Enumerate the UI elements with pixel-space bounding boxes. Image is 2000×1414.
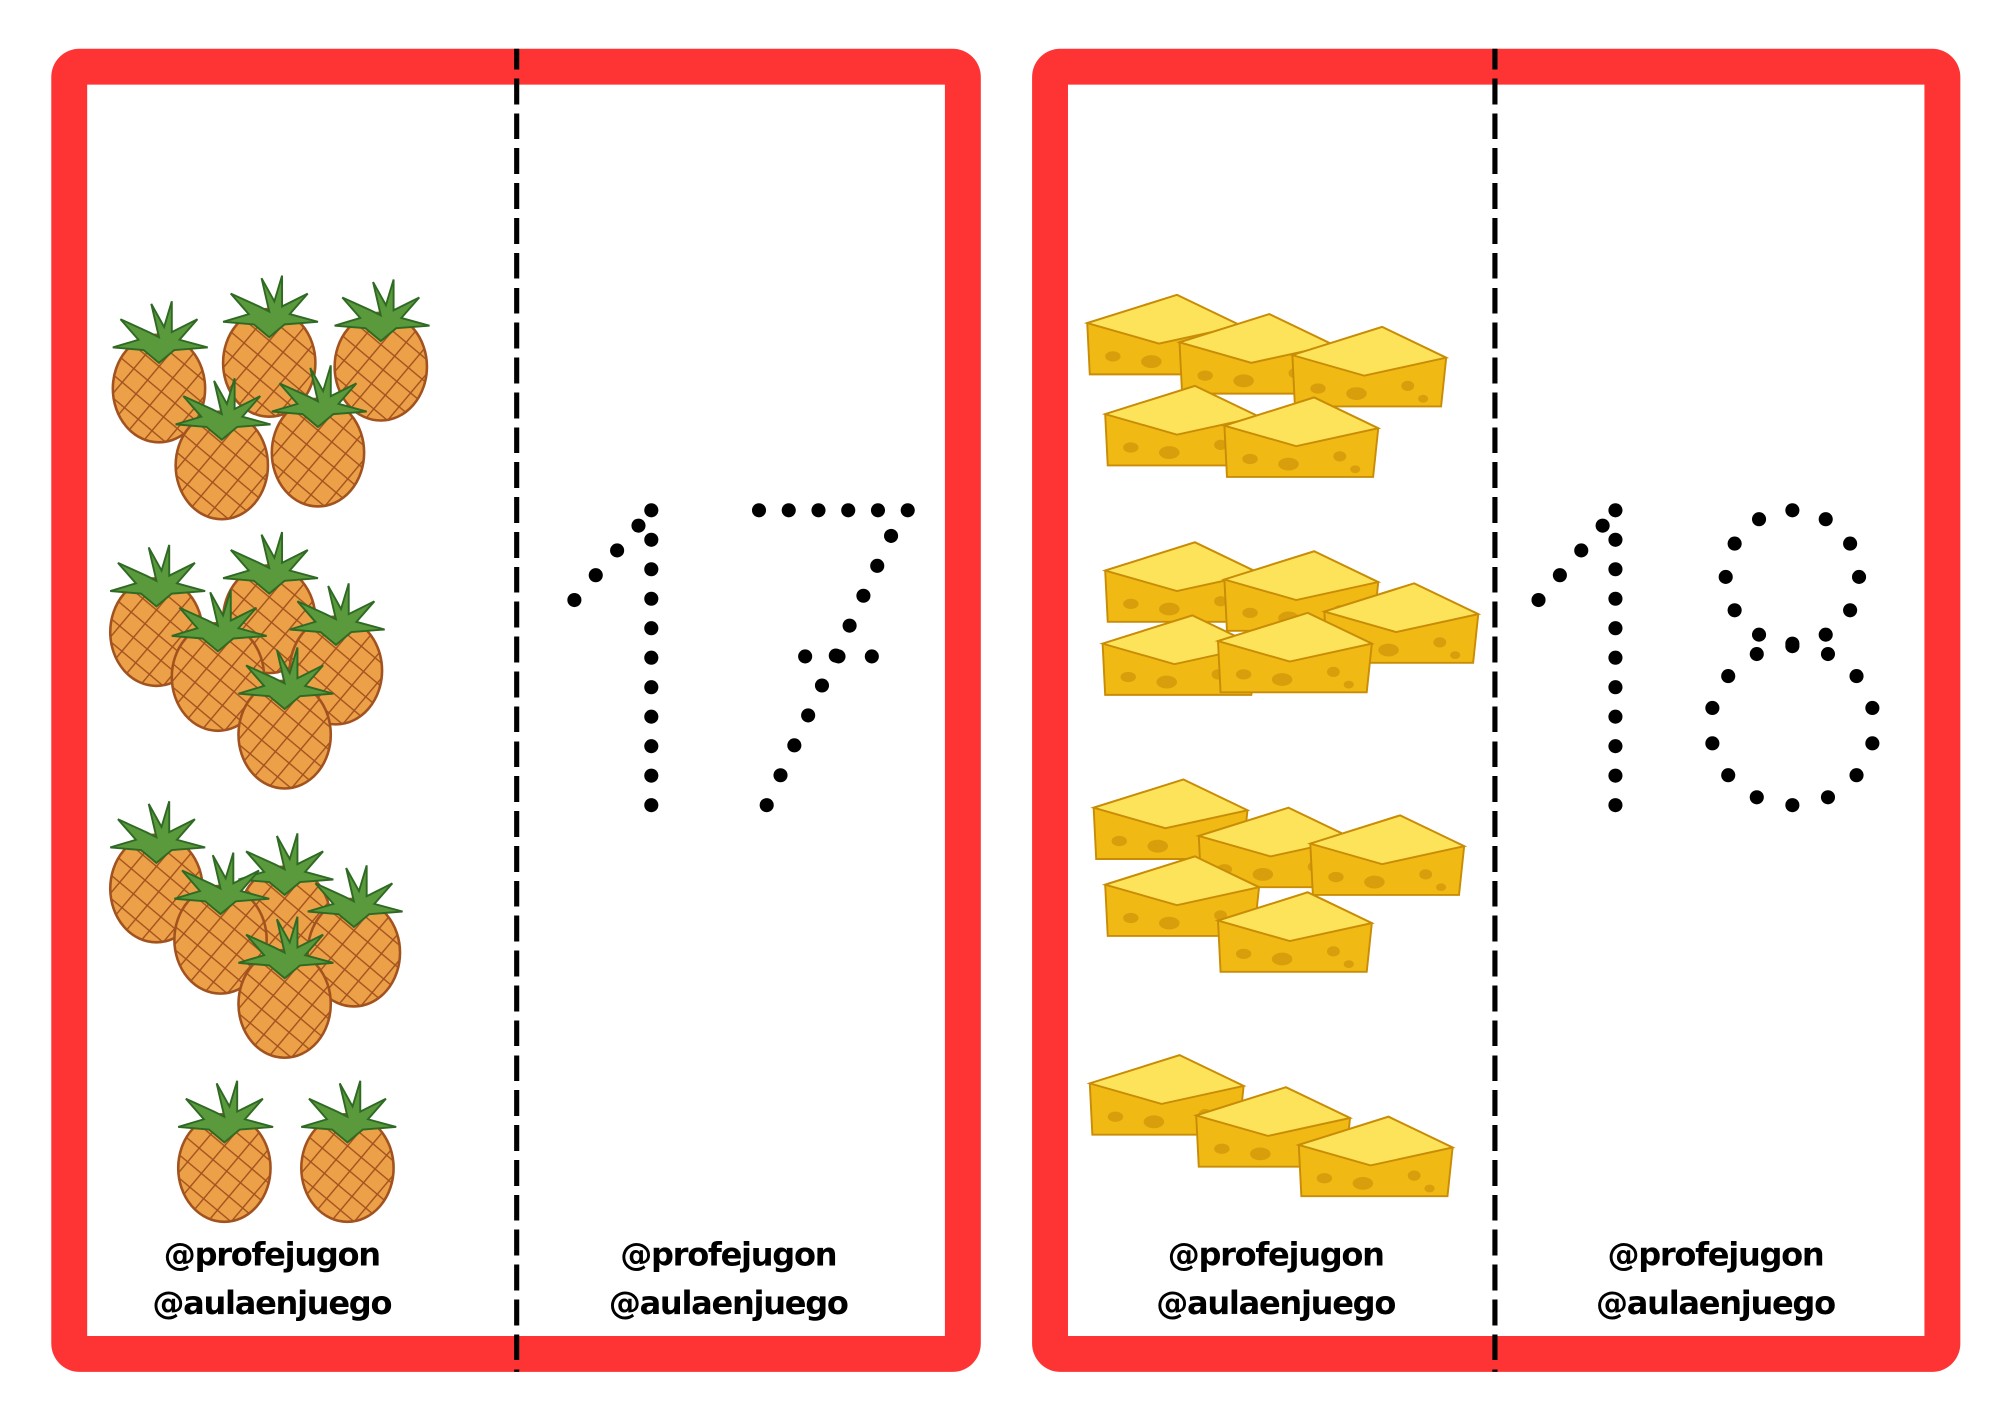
pineapple-icon <box>300 1079 398 1224</box>
pineapple-icon <box>270 364 368 508</box>
pineapple-icon <box>333 278 431 422</box>
credit-handle-2: @aulaenjuego <box>152 1284 392 1322</box>
credit-handle-2: @aulaenjuego <box>608 1284 849 1322</box>
cheese-icon <box>1223 396 1380 478</box>
credit-text: @profejugon @aulaenjuego <box>79 1231 464 1328</box>
traced-digit-7 <box>751 503 915 813</box>
credit-handle-2: @aulaenjuego <box>1596 1284 1836 1322</box>
pineapple-icon <box>237 646 335 790</box>
cut-line-18 <box>1492 48 1498 1372</box>
credit-handle-2: @aulaenjuego <box>1156 1284 1396 1322</box>
credit-handle-1: @profejugon <box>1167 1235 1385 1274</box>
pineapple-icon <box>237 915 335 1060</box>
credit-handle-1: @profejugon <box>163 1235 381 1274</box>
credit-text: @profejugon @aulaenjuego <box>1523 1231 1908 1328</box>
credit-handle-1: @profejugon <box>620 1235 837 1274</box>
credit-handle-1: @profejugon <box>1607 1235 1824 1274</box>
credit-text: @profejugon @aulaenjuego <box>1083 1231 1468 1328</box>
traced-digit-1 <box>567 503 659 813</box>
pineapple-icon <box>174 376 272 521</box>
credit-text: @profejugon @aulaenjuego <box>536 1231 921 1328</box>
traced-digit-1 <box>1531 503 1623 813</box>
pineapple-icon <box>176 1079 275 1224</box>
cut-line-17 <box>514 48 520 1372</box>
traced-digit-8 <box>1705 503 1880 813</box>
cheese-icon <box>1309 814 1466 896</box>
